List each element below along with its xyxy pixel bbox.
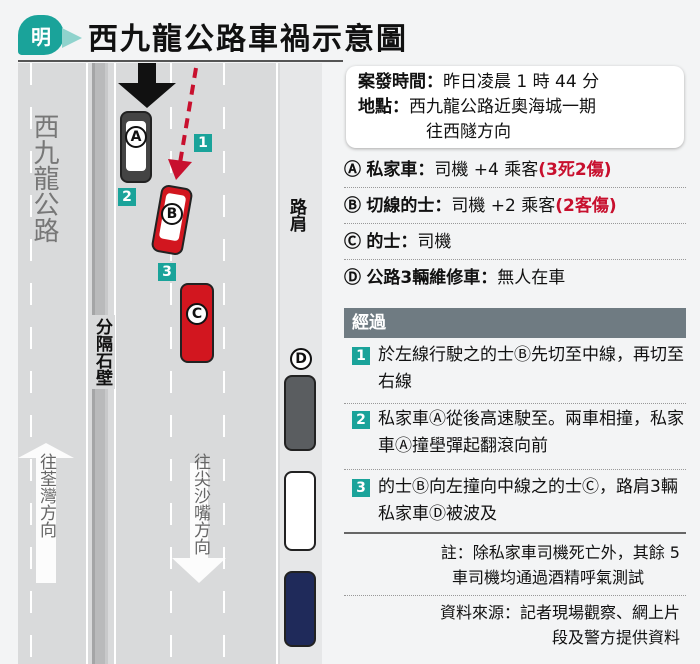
- place-value: 西九龍公路近奧海城一期: [409, 97, 596, 117]
- car-a-arrow-shaft: [138, 63, 156, 83]
- taxi-b-arrow-icon: [168, 159, 192, 180]
- car-a-arrow-icon: [118, 83, 176, 108]
- step-marker-2: 2: [118, 188, 136, 206]
- vehicle-name: 的士：: [366, 232, 418, 252]
- step-marker-3: 3: [158, 263, 176, 281]
- barrier-label: 分隔石壁: [90, 315, 115, 389]
- taxi-b-label: B: [161, 203, 183, 225]
- vehicle-name: 切線的士：: [366, 196, 452, 216]
- footnote-line: 註：除私家車司機死亡外，其餘 5: [440, 543, 680, 562]
- arrows: [18, 63, 226, 583]
- lane-line: [223, 63, 225, 664]
- step-text: 於左線行駛之的士Ⓑ先切至中線，再切至右線: [378, 345, 684, 392]
- step-number: 1: [352, 347, 370, 365]
- shoulder-label: 路肩: [286, 198, 306, 232]
- vehicle-name: 公路3輛維修車：: [366, 268, 498, 288]
- vehicle-desc: 司機: [417, 232, 452, 252]
- lane-line: [114, 63, 116, 664]
- direction-right: 往尖沙嘴方向: [190, 453, 210, 555]
- step-number: 2: [352, 411, 370, 429]
- header: 明 西九龍公路車禍示意圖: [0, 0, 700, 62]
- road-diagram: 西九龍公路 分隔石壁 路肩 往荃灣方向 往尖沙嘴方向 A B C D 1 2 3: [18, 63, 322, 664]
- casualty-note: (3死2傷): [538, 160, 612, 180]
- vehicle-desc: 無人在車: [497, 268, 566, 288]
- source: 資料來源：記者現場觀察、網上片 段及警方提供資料: [344, 600, 686, 650]
- step-marker-1: 1: [194, 134, 212, 152]
- ming-logo: 明: [18, 15, 64, 55]
- vehicle-mark: Ⓐ: [344, 160, 361, 180]
- place-label: 地點：: [358, 97, 409, 117]
- vehicle-a: Ⓐ 私家車：司機 +4 乘客(3死2傷): [344, 152, 686, 188]
- step-number: 3: [352, 479, 370, 497]
- footnote-line: 車司機均通過酒精呼氣測試: [451, 568, 644, 587]
- lane-line: [170, 63, 172, 664]
- vehicle-desc: 司機 +2 乘客: [451, 196, 556, 216]
- lane-line: [30, 63, 32, 664]
- source-line: 段及警方提供資料: [551, 628, 680, 647]
- taxi-c-label: C: [186, 303, 208, 325]
- lane-line: [276, 63, 278, 664]
- car-d-1: [284, 375, 316, 451]
- vehicle-d: Ⓓ 公路3輛維修車：無人在車: [344, 260, 686, 296]
- page-title: 西九龍公路車禍示意圖: [88, 22, 408, 57]
- direction-left: 往荃灣方向: [36, 453, 56, 538]
- source-line: 資料來源：記者現場觀察、網上片: [439, 603, 680, 622]
- time-label: 案發時間：: [358, 72, 443, 92]
- arrow-up-icon: [18, 443, 74, 583]
- vehicle-b: Ⓑ 切線的士：司機 +2 乘客(2客傷): [344, 188, 686, 224]
- car-a-label: A: [125, 126, 147, 148]
- time-value: 昨日凌晨 1 時 44 分: [443, 72, 600, 92]
- logo-tail-icon: [62, 28, 82, 48]
- vehicle-c: Ⓒ 的士：司機: [344, 224, 686, 260]
- step-text: 私家車Ⓐ從後高速駛至。兩車相撞，私家車Ⓐ撞壆彈起翻滾向前: [378, 409, 684, 456]
- place-value-2: 往西隧方向: [426, 122, 511, 142]
- casualty-note: (2客傷): [555, 196, 617, 216]
- footnote: 註：除私家車司機死亡外，其餘 5 車司機均通過酒精呼氣測試: [344, 540, 686, 596]
- car-d-2: [284, 471, 316, 551]
- arrow-down-icon: [172, 463, 226, 583]
- vehicle-mark: Ⓒ: [344, 232, 361, 252]
- car-d-3: [284, 571, 316, 647]
- vehicle-mark: Ⓑ: [344, 196, 361, 216]
- car-d-label: D: [290, 348, 312, 370]
- vehicle-name: 私家車：: [366, 160, 435, 180]
- divider: [18, 60, 343, 62]
- road-name: 西九龍公路: [29, 113, 59, 243]
- step-text: 的士Ⓑ向左撞向中線之的士Ⓒ，路肩3輛私家車Ⓓ被波及: [378, 477, 678, 524]
- lane-line: [86, 63, 88, 664]
- process-step-1: 1 於左線行駛之的士Ⓑ先切至中線，再切至右線: [344, 342, 686, 404]
- vehicle-mark: Ⓓ: [344, 268, 361, 288]
- process-step-2: 2 私家車Ⓐ從後高速駛至。兩車相撞，私家車Ⓐ撞壆彈起翻滾向前: [344, 406, 686, 470]
- incident-info-card: 案發時間：昨日凌晨 1 時 44 分 地點：西九龍公路近奧海城一期 往西隧方向: [346, 66, 684, 148]
- vehicle-desc: 司機 +4 乘客: [434, 160, 539, 180]
- process-heading: 經過: [344, 308, 686, 338]
- process-step-3: 3 的士Ⓑ向左撞向中線之的士Ⓒ，路肩3輛私家車Ⓓ被波及: [344, 474, 686, 534]
